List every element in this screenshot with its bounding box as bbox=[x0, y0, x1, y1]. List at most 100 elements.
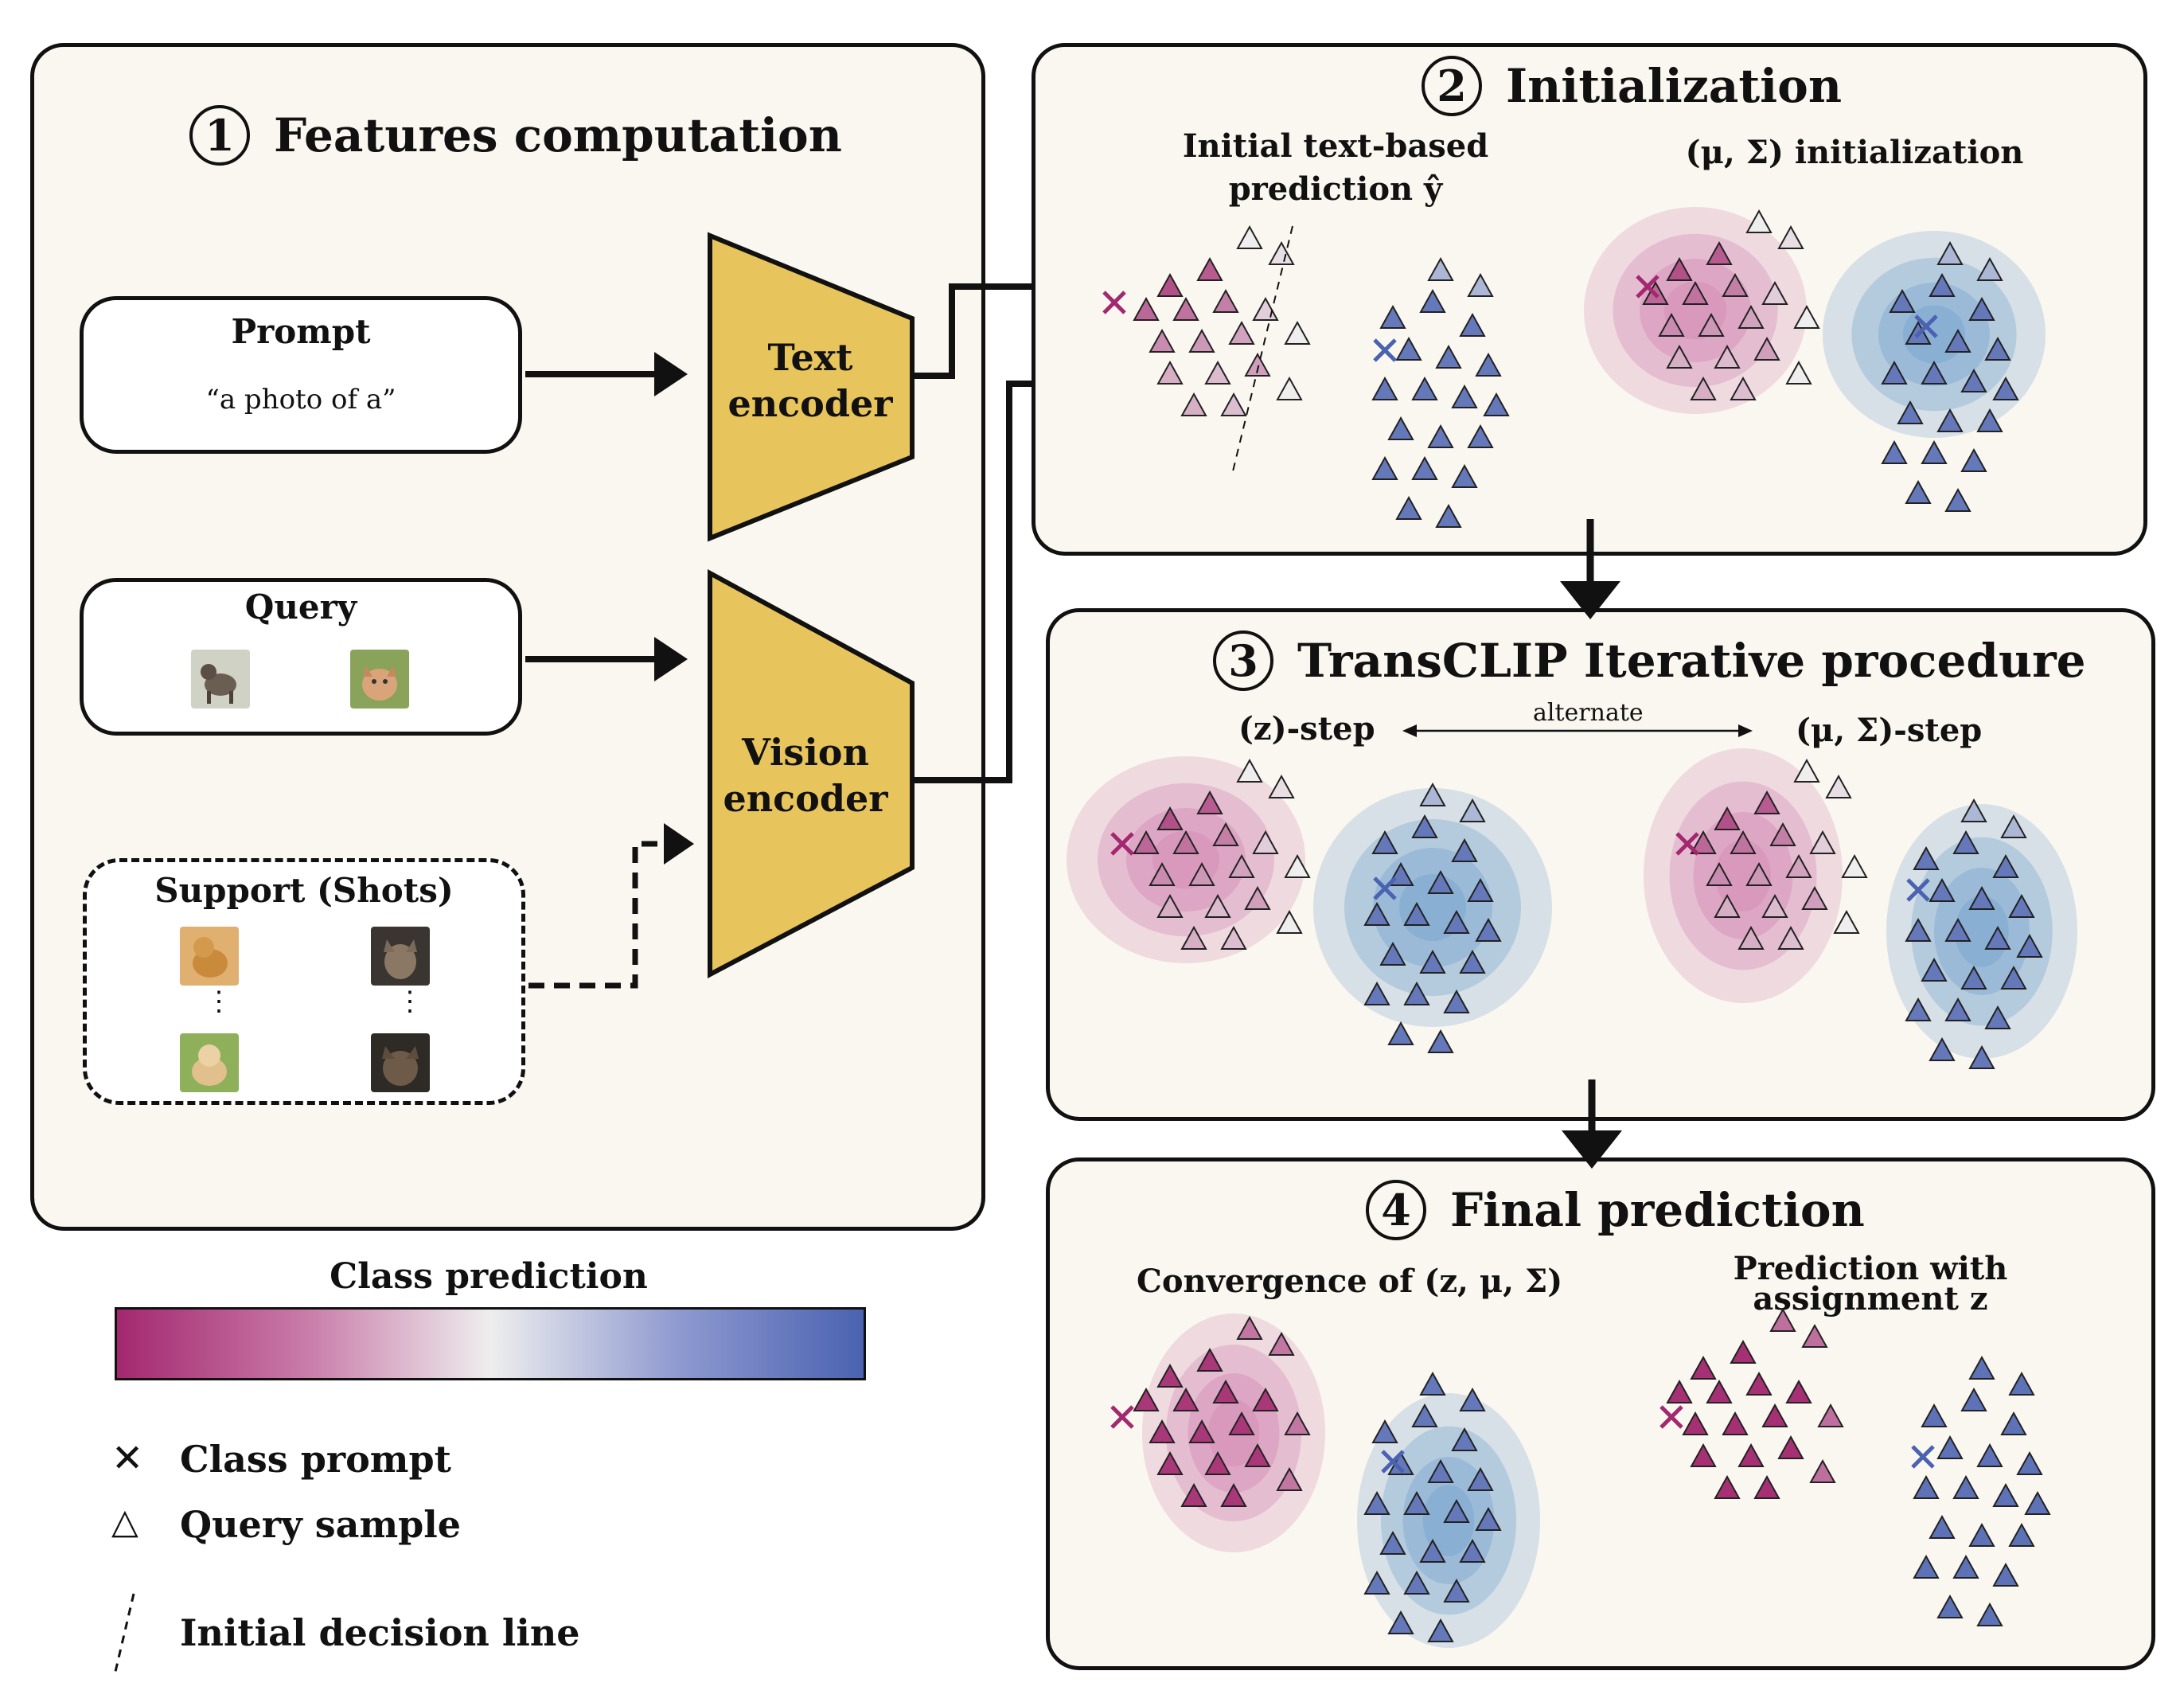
z-step-pink-query-sample bbox=[1252, 830, 1279, 854]
final-assignment-blue-query-sample bbox=[1936, 1435, 1964, 1459]
final-assignment-blue-query-sample bbox=[1976, 1602, 2003, 1626]
z-step-blue-query-sample bbox=[1459, 798, 1486, 822]
class-prompt-icon: ✕ bbox=[111, 1436, 144, 1481]
init-gauss-pink-query-sample bbox=[1706, 240, 1733, 265]
init-gauss-blue-query-sample bbox=[1936, 408, 1964, 432]
final-assignment-pink-query-sample bbox=[1690, 1442, 1717, 1467]
mu-sigma-step-pink-query-sample bbox=[1706, 861, 1733, 886]
final-assignment-blue-query-sample bbox=[1936, 1594, 1964, 1618]
support-cat-image-1 bbox=[371, 927, 430, 986]
init-text-pink-query-sample bbox=[1284, 320, 1311, 345]
mu-sigma-step-label: (μ, Σ)-step bbox=[1796, 712, 1983, 749]
support-cat-image-2 bbox=[371, 1033, 430, 1092]
mu-sigma-step-blue-query-sample bbox=[1905, 997, 1932, 1021]
z-step-blue-query-sample bbox=[1427, 1029, 1454, 1053]
final-assignment-blue-query-sample bbox=[2008, 1371, 2035, 1396]
support-dog-image-1 bbox=[180, 927, 239, 986]
support-dots-left: ⋮ bbox=[205, 986, 232, 1017]
z-step-class-prompt-a bbox=[1110, 832, 1134, 856]
mu-sigma-step-blue-query-sample bbox=[2000, 814, 2027, 838]
convergence-pink-query-sample bbox=[1220, 1482, 1247, 1507]
mu-sigma-step-pink-query-sample bbox=[1825, 774, 1852, 798]
init-text-blue-query-sample bbox=[1379, 304, 1406, 329]
init-gauss-class-prompt-a bbox=[1636, 275, 1659, 299]
convergence-blue-query-sample bbox=[1475, 1506, 1502, 1531]
prompt-box bbox=[80, 296, 522, 454]
mu-sigma-step-blue-query-sample bbox=[2008, 893, 2035, 918]
final-assignment-pink-query-sample bbox=[1761, 1403, 1788, 1427]
query-box bbox=[80, 578, 522, 736]
iterative-title: 3 TransCLIP Iterative procedure bbox=[1213, 630, 2086, 691]
z-step-blue-query-sample bbox=[1475, 917, 1502, 942]
final-assignment-pink-query-sample bbox=[1753, 1474, 1780, 1499]
prompt-arrow-head bbox=[654, 352, 688, 396]
query-cat-image bbox=[350, 650, 409, 709]
convergence-pink-query-sample bbox=[1156, 1450, 1184, 1475]
mu-sigma-step-pink-query-sample bbox=[1809, 830, 1836, 854]
mu-sigma-step-class-prompt-a bbox=[1675, 832, 1699, 856]
init-text-blue-query-sample bbox=[1435, 344, 1462, 369]
class-prompt-label: Class prompt bbox=[180, 1438, 451, 1481]
final-assignment-blue-query-sample bbox=[1952, 1554, 1979, 1579]
init-text-blue-query-sample bbox=[1371, 455, 1398, 480]
z-step-pink-query-sample bbox=[1220, 925, 1247, 950]
init-text-class-prompt-a bbox=[1102, 291, 1126, 314]
init-gauss-pink-query-sample bbox=[1737, 304, 1765, 329]
init-right-caption: (μ, Σ) initialization bbox=[1685, 134, 2024, 171]
support-arrow-line bbox=[528, 841, 667, 989]
init-text-blue-query-sample bbox=[1451, 384, 1478, 408]
final-assignment-blue-query-sample bbox=[2024, 1490, 2051, 1515]
mu-sigma-step-blue-query-sample bbox=[1929, 877, 1956, 902]
initialization-panel bbox=[1032, 43, 2147, 556]
init-text-blue-query-sample bbox=[1371, 376, 1398, 400]
init-text-blue-query-sample bbox=[1435, 503, 1462, 528]
final-assignment-blue-query-sample bbox=[2008, 1522, 2035, 1547]
convergence-blue-query-sample bbox=[1427, 1618, 1454, 1642]
z-step-pink-query-sample bbox=[1196, 790, 1223, 814]
convergence-pink-query-sample bbox=[1228, 1411, 1255, 1435]
init-gauss-blue-query-sample bbox=[1929, 272, 1956, 297]
final-assignment-pink-query-sample bbox=[1817, 1403, 1844, 1427]
support-arrow-head bbox=[664, 823, 694, 865]
alternate-arrow-left-head bbox=[1402, 724, 1417, 737]
features-title-text: Features computation bbox=[274, 108, 842, 162]
mu-sigma-step-pink-query-sample bbox=[1714, 806, 1741, 830]
mu-sigma-step-pink-query-sample bbox=[1753, 790, 1780, 814]
final-right-caption-2: assignment z bbox=[1753, 1280, 1988, 1318]
convergence-blue-query-sample bbox=[1451, 1427, 1478, 1451]
init-gauss-pink-query-sample bbox=[1793, 304, 1820, 329]
z-step-blue-query-sample bbox=[1443, 989, 1470, 1013]
mu-sigma-step-pink-query-sample bbox=[1714, 893, 1741, 918]
init-gauss-pink-query-sample bbox=[1658, 312, 1685, 337]
init-gauss-blue-query-sample bbox=[1984, 336, 2011, 361]
convergence-pink-query-sample bbox=[1149, 1419, 1176, 1443]
z-step-pink-query-sample bbox=[1276, 909, 1303, 934]
text-encoder-shape bbox=[708, 232, 915, 542]
z-step-blue-query-sample bbox=[1419, 782, 1446, 806]
convergence-blue-query-sample bbox=[1411, 1403, 1438, 1427]
init-text-blue-query-sample bbox=[1483, 392, 1510, 416]
support-dog-image-2 bbox=[180, 1033, 239, 1092]
step-3-badge: 3 bbox=[1213, 630, 1273, 691]
convergence-blue-query-sample bbox=[1459, 1387, 1486, 1411]
final-assignment-blue-query-sample bbox=[2000, 1411, 2027, 1435]
init-text-pink-query-sample bbox=[1244, 352, 1271, 377]
prompt-text: “a photo of a” bbox=[205, 384, 396, 416]
z-step-label: (z)-step bbox=[1238, 710, 1375, 748]
mu-sigma-step-blue-query-sample bbox=[1944, 917, 1971, 942]
mu-sigma-step-blue-query-sample bbox=[1968, 1044, 1995, 1069]
convergence-pink-query-sample bbox=[1284, 1411, 1311, 1435]
init-text-pink-query-sample bbox=[1236, 224, 1263, 249]
final-assignment-pink-query-sample bbox=[1745, 1371, 1773, 1396]
mu-sigma-step-blue-query-sample bbox=[1960, 798, 1987, 822]
mu-sigma-step-pink-query-sample bbox=[1801, 885, 1828, 910]
init-text-blue-query-sample bbox=[1467, 272, 1494, 297]
mu-sigma-step-pink-query-sample bbox=[1841, 853, 1868, 878]
convergence-pink-query-sample bbox=[1252, 1387, 1279, 1411]
final-assignment-class-prompt-a bbox=[1659, 1405, 1683, 1429]
init-gauss-blue-query-sample bbox=[1992, 376, 2019, 400]
init-text-pink-query-sample bbox=[1172, 296, 1199, 321]
final-assignment-pink-query-sample bbox=[1730, 1339, 1757, 1364]
init-gauss-blue-query-sample bbox=[1944, 487, 1971, 512]
